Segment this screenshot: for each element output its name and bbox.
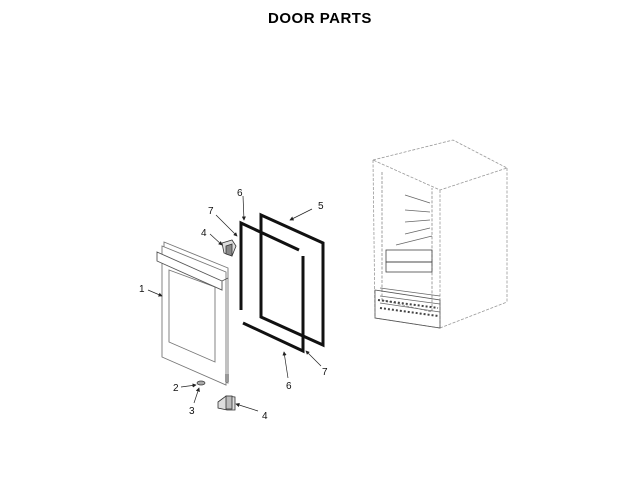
- callout-1: 1: [139, 284, 145, 295]
- callout-6-top: 6: [237, 188, 243, 199]
- page-title: DOOR PARTS: [268, 10, 372, 27]
- hinge-bracket-top: [221, 239, 237, 257]
- small-part-washer: [196, 380, 206, 386]
- leader-lines: [147, 195, 322, 412]
- callout-6-bottom: 6: [286, 381, 292, 392]
- gasket-front: [239, 220, 305, 354]
- callout-2: 2: [173, 383, 179, 394]
- callout-4-top: 4: [201, 228, 207, 239]
- hinge-bracket-bottom: [217, 395, 236, 411]
- door-panel: [156, 241, 229, 386]
- cabinet-illustration: [371, 139, 509, 329]
- callout-7-top: 7: [208, 206, 214, 217]
- callout-7-bottom: 7: [322, 367, 328, 378]
- callout-4-bottom: 4: [262, 411, 268, 422]
- gasket-rear: [259, 212, 325, 348]
- callout-5: 5: [318, 201, 324, 212]
- callout-3: 3: [189, 406, 195, 417]
